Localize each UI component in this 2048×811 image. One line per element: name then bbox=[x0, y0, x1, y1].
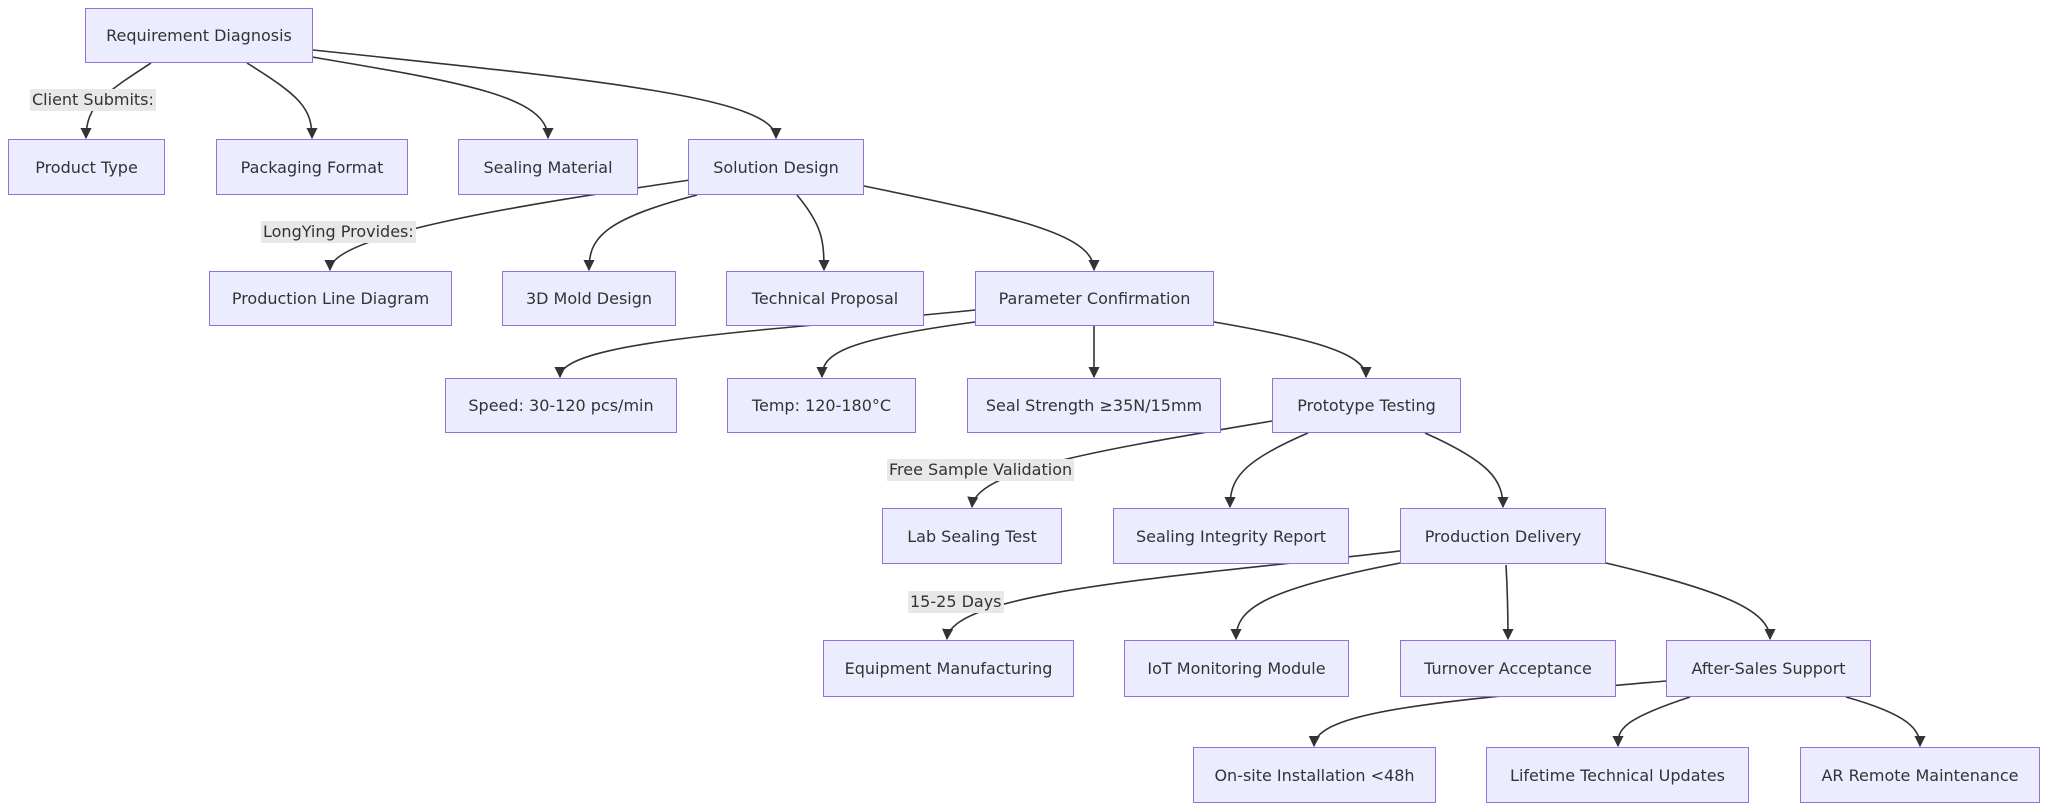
node-sealing-integrity-report[interactable]: Sealing Integrity Report bbox=[1113, 508, 1349, 564]
edge-label-longying-provides: LongYing Provides: bbox=[261, 221, 416, 243]
edge-prototype-to-sealing-integrity bbox=[1224, 432, 1309, 509]
edge-solution-to-parameter-confirmation bbox=[863, 185, 1100, 272]
edge-label-client-submits: Client Submits: bbox=[30, 89, 156, 111]
node-speed[interactable]: Speed: 30-120 pcs/min bbox=[445, 378, 677, 433]
node-after-sales-support[interactable]: After-Sales Support bbox=[1666, 640, 1871, 697]
node-ar-remote-maintenance[interactable]: AR Remote Maintenance bbox=[1800, 747, 2040, 803]
node-sealing-material[interactable]: Sealing Material bbox=[458, 139, 638, 195]
edge-solution-to-3d-mold bbox=[583, 194, 698, 272]
node-temp[interactable]: Temp: 120-180°C bbox=[727, 378, 916, 433]
edge-prototype-to-production-delivery bbox=[1424, 432, 1509, 509]
edge-solution-to-technical-proposal bbox=[796, 194, 830, 272]
node-requirement-diagnosis[interactable]: Requirement Diagnosis bbox=[85, 8, 313, 63]
edge-aftersales-to-lifetime-updates bbox=[1612, 696, 1691, 748]
node-packaging-format[interactable]: Packaging Format bbox=[216, 139, 408, 195]
edge-delivery-to-iot-monitoring bbox=[1230, 562, 1401, 641]
node-equipment-manufacturing[interactable]: Equipment Manufacturing bbox=[823, 640, 1074, 697]
node-iot-monitoring-module[interactable]: IoT Monitoring Module bbox=[1124, 640, 1349, 697]
edge-delivery-to-after-sales bbox=[1605, 562, 1776, 641]
node-production-delivery[interactable]: Production Delivery bbox=[1400, 508, 1606, 564]
node-technical-proposal[interactable]: Technical Proposal bbox=[726, 271, 924, 326]
edge-delivery-to-turnover-acceptance bbox=[1502, 564, 1514, 641]
node-turnover-acceptance[interactable]: Turnover Acceptance bbox=[1400, 640, 1616, 697]
node-parameter-confirmation[interactable]: Parameter Confirmation bbox=[975, 271, 1214, 326]
edge-delivery-to-equipment-manufacturing bbox=[942, 550, 1401, 641]
node-product-type[interactable]: Product Type bbox=[8, 139, 165, 195]
node-3d-mold-design[interactable]: 3D Mold Design bbox=[502, 271, 676, 326]
edge-label-free-sample-validation: Free Sample Validation bbox=[887, 459, 1075, 481]
node-seal-strength[interactable]: Seal Strength ≥35N/15mm bbox=[967, 378, 1221, 433]
node-production-line-diagram[interactable]: Production Line Diagram bbox=[209, 271, 452, 326]
edge-requirement-to-sealing-material bbox=[311, 56, 554, 140]
edge-requirement-to-packaging-format bbox=[246, 62, 318, 140]
edge-requirement-to-solution-design bbox=[312, 49, 782, 140]
node-lab-sealing-test[interactable]: Lab Sealing Test bbox=[882, 508, 1062, 564]
node-onsite-installation[interactable]: On-site Installation <48h bbox=[1193, 747, 1436, 803]
edge-parameter-to-prototype-testing bbox=[1213, 321, 1372, 379]
edge-aftersales-to-ar-remote bbox=[1845, 696, 1926, 748]
node-prototype-testing[interactable]: Prototype Testing bbox=[1272, 378, 1461, 433]
edge-parameter-to-temp bbox=[816, 321, 976, 379]
edge-label-days: 15-25 Days bbox=[908, 591, 1004, 613]
node-lifetime-technical-updates[interactable]: Lifetime Technical Updates bbox=[1486, 747, 1749, 803]
node-solution-design[interactable]: Solution Design bbox=[688, 139, 864, 195]
